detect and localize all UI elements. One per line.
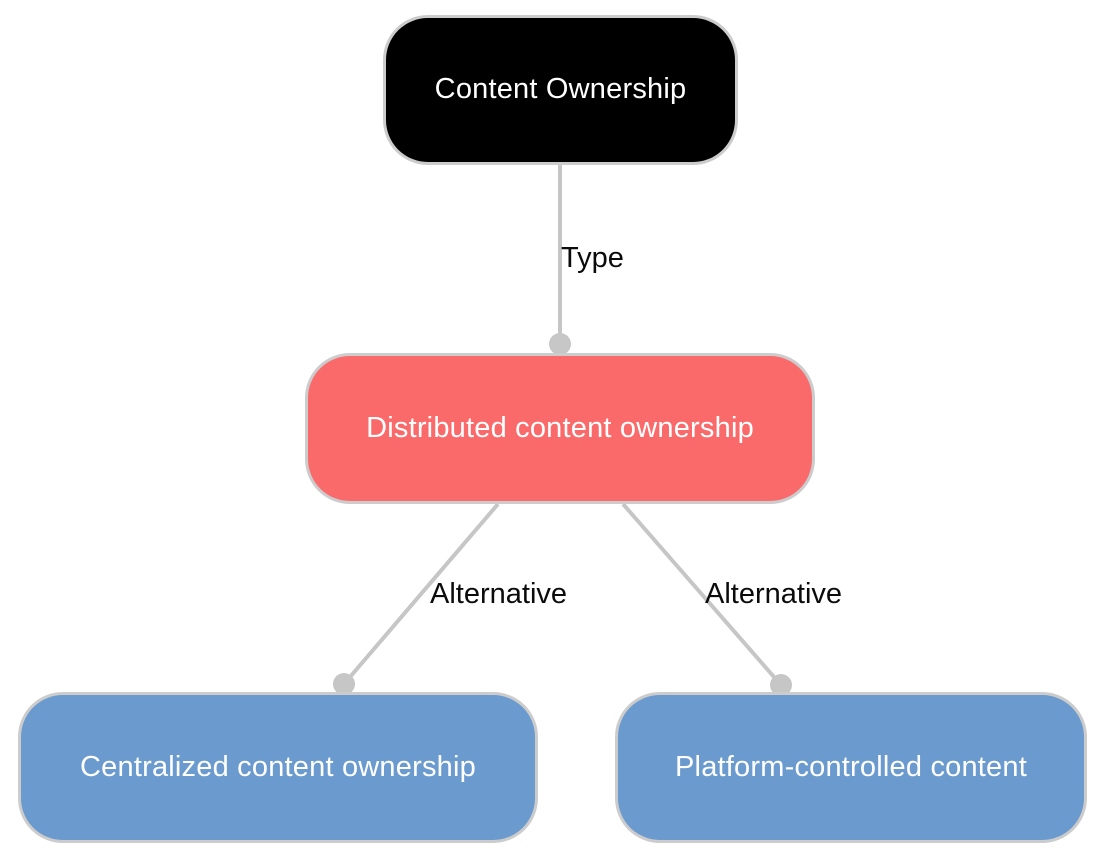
node-platform-controlled-content-label: Platform-controlled content <box>675 750 1027 783</box>
node-content-ownership-label: Content Ownership <box>434 73 687 106</box>
edge-alternative-left-endpoint-dot <box>333 673 355 695</box>
edge-alternative-right-endpoint-dot <box>770 674 792 696</box>
edge-label-alternative-right: Alternative <box>705 578 843 610</box>
node-distributed-content-ownership[interactable]: Distributed content ownership <box>305 353 815 504</box>
edge-alternative-right-line <box>621 502 783 687</box>
node-distributed-content-ownership-label: Distributed content ownership <box>366 411 754 444</box>
edge-label-type: Type <box>561 242 624 274</box>
node-content-ownership[interactable]: Content Ownership <box>383 15 738 165</box>
node-centralized-content-ownership[interactable]: Centralized content ownership <box>18 692 538 843</box>
edge-type-endpoint-dot <box>549 333 571 355</box>
node-centralized-content-ownership-label: Centralized content ownership <box>80 750 476 783</box>
edge-alternative-left-line <box>342 502 500 686</box>
node-platform-controlled-content[interactable]: Platform-controlled content <box>615 692 1087 843</box>
edge-label-alternative-left: Alternative <box>430 578 568 610</box>
